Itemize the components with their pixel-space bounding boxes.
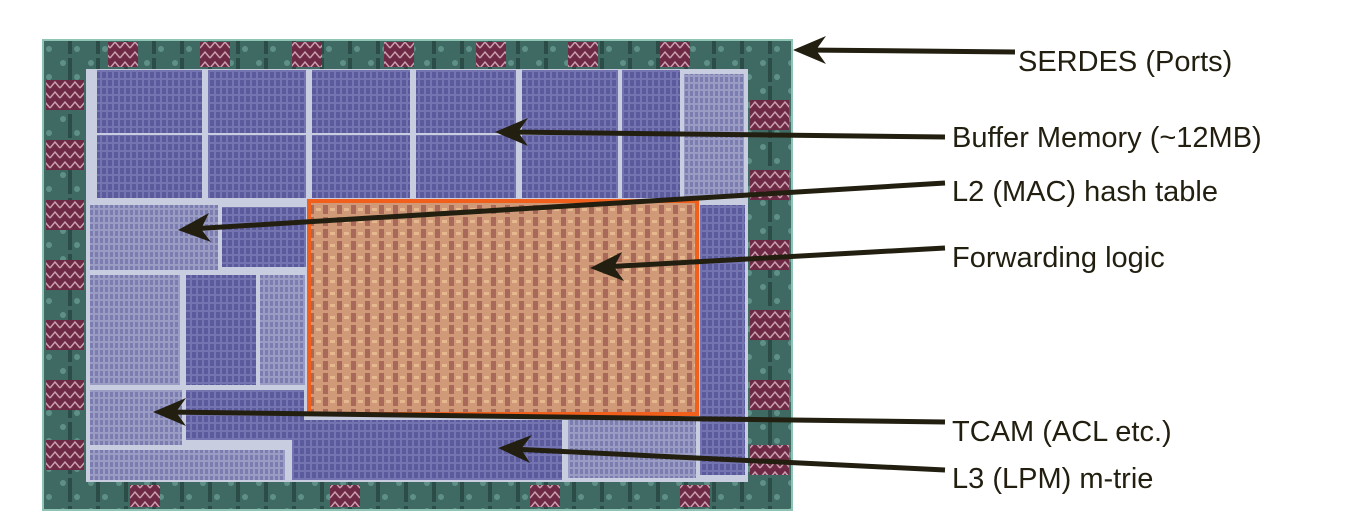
memory-block	[568, 420, 696, 478]
serdes-ring	[44, 41, 791, 509]
label-buffer-memory: Buffer Memory (~12MB)	[952, 122, 1262, 154]
label-serdes: SERDES (Ports)	[1018, 46, 1233, 78]
arrow-tcam	[153, 398, 946, 426]
arrow-serdes	[793, 36, 1016, 64]
memory-block	[186, 275, 256, 385]
memory-block	[260, 275, 305, 385]
forwarding-logic-block	[309, 201, 697, 414]
memory-block	[90, 275, 180, 385]
label-tcam: TCAM (ACL etc.)	[952, 416, 1172, 448]
memory-block	[700, 205, 745, 475]
arrow-l2	[178, 180, 946, 242]
memory-block	[222, 207, 306, 267]
label-l2-hash-table: L2 (MAC) hash table	[952, 176, 1218, 208]
label-l3-mtrie: L3 (LPM) m-trie	[952, 463, 1154, 495]
chip-die	[42, 39, 793, 511]
arrow-forwarding	[590, 245, 946, 281]
label-forwarding-logic: Forwarding logic	[952, 242, 1165, 274]
arrow-buffer	[495, 118, 946, 146]
memory-block	[90, 450, 285, 480]
arrows	[153, 36, 1016, 473]
l2-hash-block	[90, 205, 218, 270]
arrow-l3	[498, 435, 946, 473]
